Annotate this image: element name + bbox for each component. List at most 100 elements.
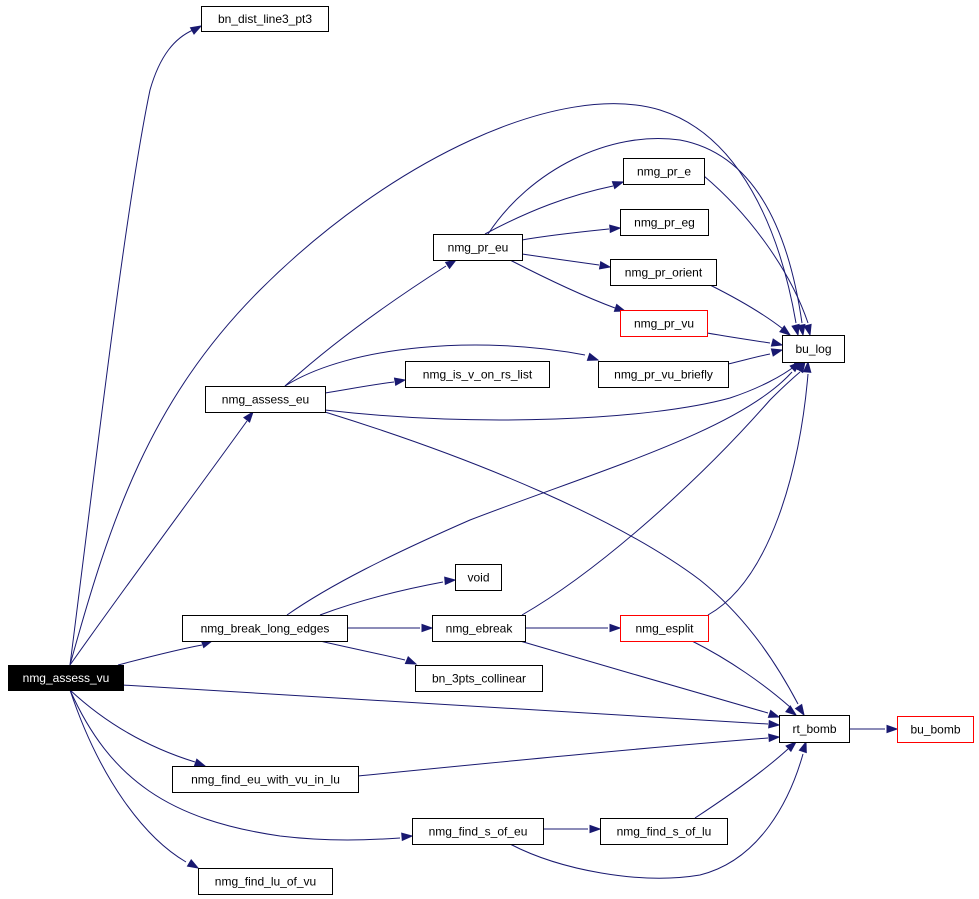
node-nmg-is-v-on-rs-list[interactable]: nmg_is_v_on_rs_list [405,361,550,388]
arrowhead-icon [186,859,200,869]
edge-nmg_break_long_edges-to-bu_log [286,361,802,616]
node-label: nmg_find_eu_with_vu_in_lu [191,773,340,787]
arrowhead-icon [785,741,798,753]
node-nmg-ebreak[interactable]: nmg_ebreak [432,615,526,642]
node-box [620,615,709,642]
edge-line [284,344,586,387]
arrowhead-icon [401,832,414,842]
arrowhead-icon [886,724,899,734]
edge-line [117,644,203,666]
edge-line [69,689,196,763]
node-label: nmg_pr_orient [625,266,703,280]
node-box [172,766,359,793]
node-nmg-pr-eu[interactable]: nmg_pr_eu [433,234,523,261]
node-box [412,818,544,845]
node-box [433,234,523,261]
edge-line [521,253,600,266]
node-nmg-esplit[interactable]: nmg_esplit [620,615,709,642]
node-label: nmg_assess_vu [23,671,110,685]
node-label: rt_bomb [792,722,836,736]
node-label: nmg_esplit [635,622,694,636]
node-bu-bomb[interactable]: bu_bomb [897,716,974,743]
node-void[interactable]: void [455,564,502,591]
node-label: nmg_pr_vu [634,317,694,331]
node-box [415,665,543,692]
node-label: bn_3pts_collinear [432,672,526,686]
edge-nmg_assess_eu-to-nmg_pr_vu_briefly [284,344,600,387]
edge-line [703,175,809,324]
node-box [623,158,705,185]
edge-line [69,689,401,841]
node-nmg-find-lu-of-vu[interactable]: nmg_find_lu_of_vu [198,868,333,895]
node-rt-bomb[interactable]: rt_bomb [779,715,850,743]
edge-line [707,373,809,616]
node-box [782,335,845,363]
node-box [600,818,728,845]
edge-line [706,332,771,344]
node-nmg-assess-eu[interactable]: nmg_assess_eu [205,386,326,413]
node-label: bu_bomb [910,723,960,737]
edge-line [694,748,789,819]
edge-line [509,753,804,879]
edge-nmg_pr_eu-to-nmg_pr_eg [521,224,622,241]
node-box [405,361,550,388]
node-label: nmg_pr_vu_briefly [614,368,713,382]
node-box [620,310,708,337]
edge-nmg_pr_eu-to-nmg_pr_orient [521,253,612,270]
node-bu-log[interactable]: bu_log [782,335,845,363]
edge-line [691,640,791,708]
node-nmg-find-eu-with-vu-in-lu[interactable]: nmg_find_eu_with_vu_in_lu [172,766,359,793]
node-nmg-pr-vu-briefly[interactable]: nmg_pr_vu_briefly [598,361,729,388]
node-label: void [467,571,489,585]
edge-nmg_find_s_of_eu-to-rt_bomb [509,740,807,879]
edge-nmg_assess_eu-to-bu_log [324,361,807,421]
arrowhead-icon [791,323,800,337]
node-box [455,564,502,591]
node-bn-3pts-collinear[interactable]: bn_3pts_collinear [415,665,543,692]
edge-nmg_assess_eu-to-rt_bomb [324,411,805,717]
edge-line [324,411,799,705]
node-box [198,868,333,895]
node-box [8,665,124,691]
edge-nmg_assess_vu-to-nmg_find_s_of_eu [69,689,414,842]
edge-nmg_assess_vu-to-nmg_break_long_edges [117,640,214,666]
edge-nmg_find_eu_with_vu_in_lu-to-rt_bomb [357,733,781,777]
node-box [598,361,729,388]
node-nmg-assess-vu[interactable]: nmg_assess_vu [8,665,124,691]
node-nmg-pr-eg[interactable]: nmg_pr_eg [620,209,709,236]
arrowhead-icon [609,224,622,234]
node-nmg-find-s-of-lu[interactable]: nmg_find_s_of_lu [600,818,728,845]
arrowhead-icon [193,758,207,767]
arrowhead-icon [613,303,627,312]
node-nmg-pr-vu[interactable]: nmg_pr_vu [620,310,708,337]
arrowhead-icon [767,709,781,718]
edge-nmg_assess_eu-to-nmg_is_v_on_rs_list [324,377,407,394]
node-bn-dist-line3-pt3[interactable]: bn_dist_line3_pt3 [201,6,329,32]
node-box [432,615,526,642]
arrowhead-icon [586,352,600,361]
node-nmg-pr-e[interactable]: nmg_pr_e [623,158,705,185]
node-label: nmg_find_s_of_eu [429,825,528,839]
edge-line [484,185,614,235]
node-label: bn_dist_line3_pt3 [218,12,312,26]
node-nmg-pr-orient[interactable]: nmg_pr_orient [610,259,717,286]
edge-line [521,371,801,616]
node-nmg-find-s-of-eu[interactable]: nmg_find_s_of_eu [412,818,544,845]
node-nmg-break-long-edges[interactable]: nmg_break_long_edges [182,615,348,642]
arrowhead-icon [785,705,798,716]
edge-nmg_pr_e-to-bu_log [703,175,812,337]
node-label: nmg_find_s_of_lu [617,825,712,839]
arrowhead-icon [598,261,612,270]
edge-nmg_ebreak-to-nmg_esplit [525,623,622,633]
arrowhead-icon [779,325,792,336]
edge-line [319,640,406,661]
node-box [779,715,850,743]
node-label: nmg_pr_eg [634,216,695,230]
edge-nmg_ebreak-to-rt_bomb [519,640,781,718]
node-box [620,209,709,236]
edge-line [521,228,610,241]
edge-line [357,737,769,777]
node-box [610,259,717,286]
edge-nmg_esplit-to-rt_bomb [691,640,798,716]
